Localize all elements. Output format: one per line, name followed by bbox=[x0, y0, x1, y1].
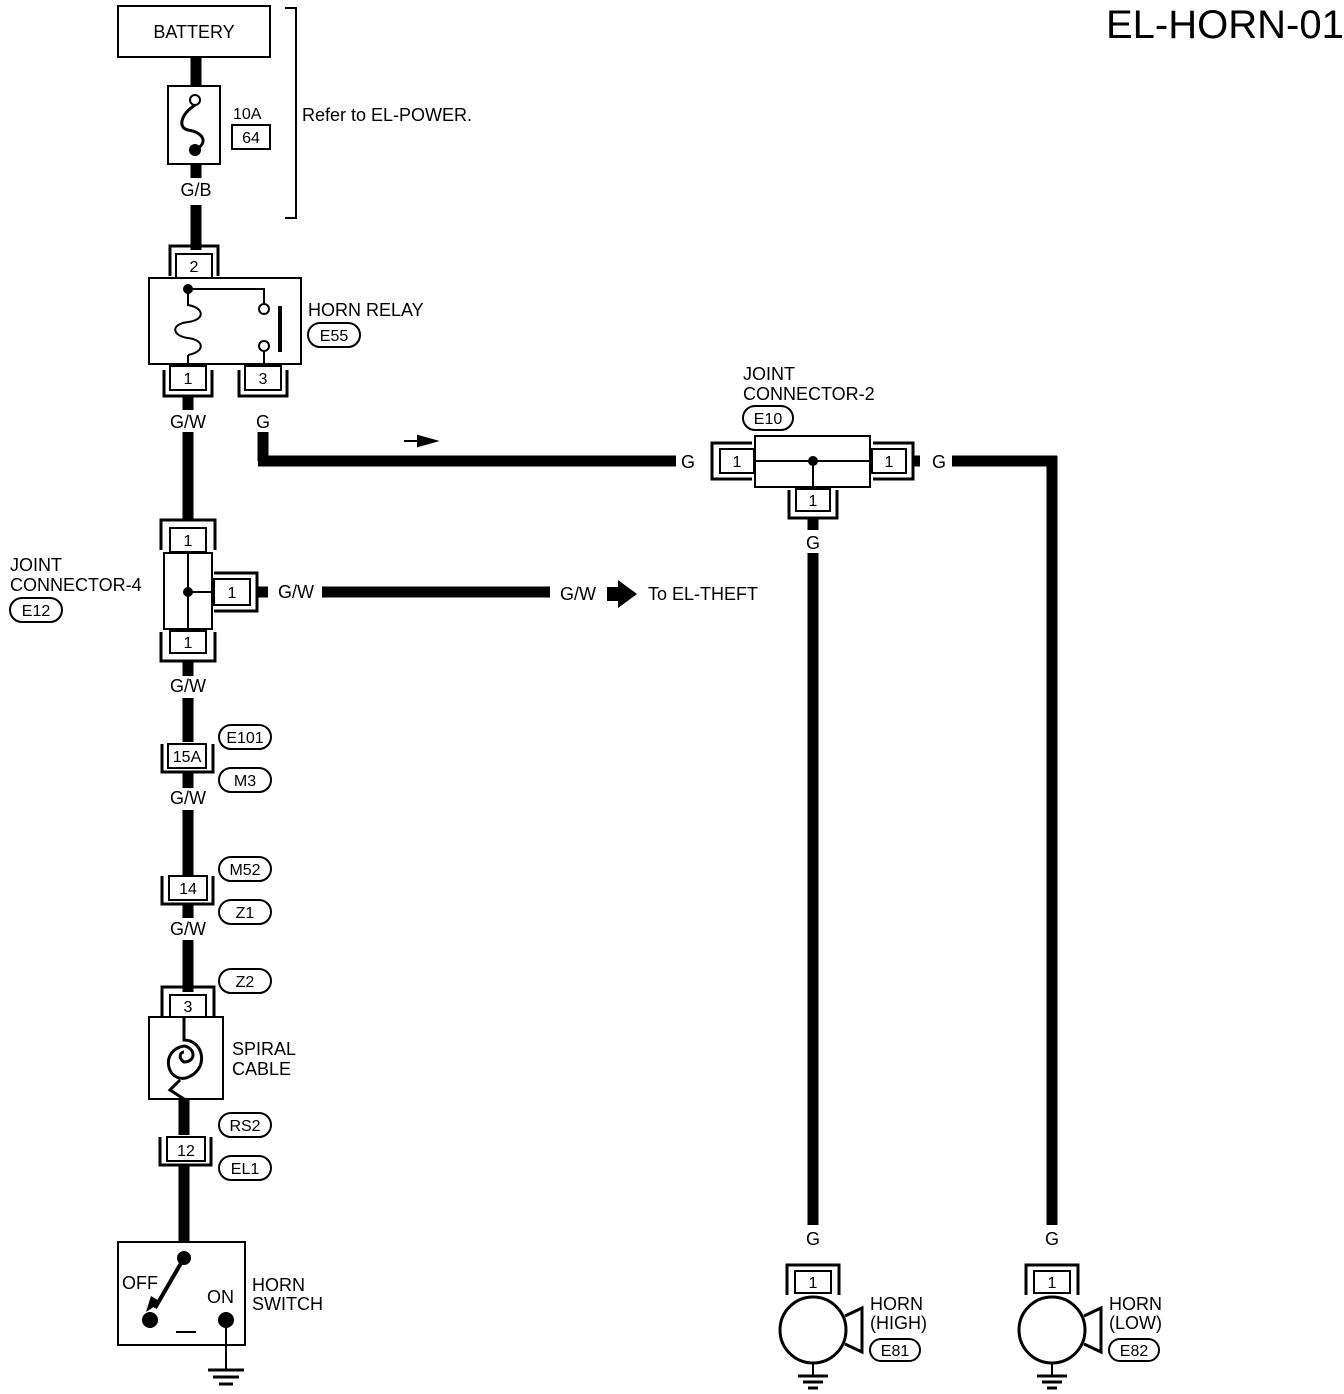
jc2-pin-left: 1 bbox=[733, 454, 742, 471]
switch-on-label: ON bbox=[207, 1287, 234, 1307]
connector-m52: M52 bbox=[229, 862, 260, 879]
jc2-pin-bottom: 1 bbox=[809, 493, 818, 510]
connector-el1: EL1 bbox=[231, 1161, 260, 1178]
wire-label-gb: G/B bbox=[180, 180, 211, 200]
wire-label-gw-2: G/W bbox=[278, 582, 314, 602]
horn-high-line1: HORN bbox=[870, 1294, 923, 1314]
wire-label-g-6: G bbox=[1045, 1229, 1059, 1249]
horn-low: G 1 HORN (LOW) E82 bbox=[1017, 1229, 1162, 1390]
jc4-line1: JOINT bbox=[10, 555, 62, 575]
theft-arrow bbox=[607, 580, 637, 608]
horn-high-connector: E81 bbox=[881, 1343, 910, 1360]
switch-line1: HORN bbox=[252, 1275, 305, 1295]
wire-label-gw-4: G/W bbox=[170, 676, 206, 696]
wire-label-g-2: G bbox=[681, 452, 695, 472]
wire-label-gw-1: G/W bbox=[170, 412, 206, 432]
terminal-15a: 15A bbox=[173, 749, 202, 766]
horn-switch: OFF ON HORN SWITCH bbox=[117, 1241, 323, 1386]
battery: BATTERY bbox=[117, 5, 271, 58]
connector-e101: E101 bbox=[226, 730, 263, 747]
joint-connector-4: JOINT CONNECTOR-4 E12 1 1 1 bbox=[9, 518, 259, 663]
wire-label-gw-6: G/W bbox=[170, 919, 206, 939]
jc4-line2: CONNECTOR-4 bbox=[10, 575, 142, 595]
relay-name: HORN RELAY bbox=[308, 300, 424, 320]
relay-connector: E55 bbox=[320, 328, 349, 345]
switch-off-label: OFF bbox=[122, 1273, 158, 1293]
horn-low-pin: 1 bbox=[1048, 1275, 1057, 1292]
jc2-line1: JOINT bbox=[743, 364, 795, 384]
wire-label-gw-3: G/W bbox=[560, 584, 596, 604]
connector-m52-z1: 14 M52 Z1 bbox=[160, 856, 272, 925]
spiral-cable: Z2 3 SPIRAL CABLE bbox=[148, 968, 296, 1101]
horn-low-line1: HORN bbox=[1109, 1294, 1162, 1314]
spiral-line1: SPIRAL bbox=[232, 1039, 296, 1059]
terminal-14: 14 bbox=[179, 881, 197, 898]
relay-pin-1: 1 bbox=[184, 371, 193, 388]
switch-line2: SWITCH bbox=[252, 1294, 323, 1314]
relay-pin-3: 3 bbox=[259, 371, 268, 388]
horn-high-pin: 1 bbox=[809, 1275, 818, 1292]
connector-z1: Z1 bbox=[236, 905, 255, 922]
connector-e101-m3: 15A E101 M3 bbox=[160, 724, 272, 793]
jc2-pin-right: 1 bbox=[885, 454, 894, 471]
wires bbox=[178, 57, 1058, 1255]
wire-label-g-4: G bbox=[806, 533, 820, 553]
horn-relay: 2 1 3 HORN RELAY E55 bbox=[148, 244, 424, 398]
relay-pin-2: 2 bbox=[190, 259, 199, 276]
fuse-number: 64 bbox=[242, 130, 260, 147]
wire-label-g-1: G bbox=[256, 412, 270, 432]
connector-rs2-el1: 12 RS2 EL1 bbox=[158, 1112, 272, 1181]
fuse-rating: 10A bbox=[233, 106, 262, 123]
jc4-pin-top: 1 bbox=[184, 533, 193, 550]
jc2-connector: E10 bbox=[754, 411, 783, 428]
terminal-12: 12 bbox=[177, 1143, 195, 1160]
connector-rs2: RS2 bbox=[229, 1118, 260, 1135]
horn-high-line2: (HIGH) bbox=[870, 1313, 927, 1333]
spiral-line2: CABLE bbox=[232, 1059, 291, 1079]
wire-label-g-3: G bbox=[932, 452, 946, 472]
jc4-pin-right: 1 bbox=[228, 585, 237, 602]
wire-label-g-5: G bbox=[806, 1229, 820, 1249]
jc4-pin-bottom: 1 bbox=[184, 635, 193, 652]
current-direction-arrow bbox=[404, 434, 440, 448]
power-bracket bbox=[285, 7, 297, 219]
jc2-line2: CONNECTOR-2 bbox=[743, 384, 875, 404]
horn-low-line2: (LOW) bbox=[1109, 1313, 1162, 1333]
horn-low-connector: E82 bbox=[1120, 1343, 1149, 1360]
connector-m3: M3 bbox=[234, 773, 256, 790]
page-id: EL-HORN-01 bbox=[1106, 3, 1344, 47]
jc4-connector: E12 bbox=[22, 603, 51, 620]
wire-label-gw-5: G/W bbox=[170, 788, 206, 808]
connector-z2: Z2 bbox=[236, 974, 255, 991]
theft-link: To EL-THEFT bbox=[648, 584, 758, 604]
joint-connector-2: JOINT CONNECTOR-2 E10 1 1 1 bbox=[710, 364, 915, 520]
horn-high: G 1 HORN (HIGH) E81 bbox=[778, 1229, 927, 1390]
battery-label: BATTERY bbox=[153, 22, 234, 42]
refer-note: Refer to EL-POWER. bbox=[302, 105, 472, 125]
fuse-10a: 10A 64 bbox=[167, 85, 271, 165]
spiral-pin-3: 3 bbox=[184, 999, 193, 1016]
